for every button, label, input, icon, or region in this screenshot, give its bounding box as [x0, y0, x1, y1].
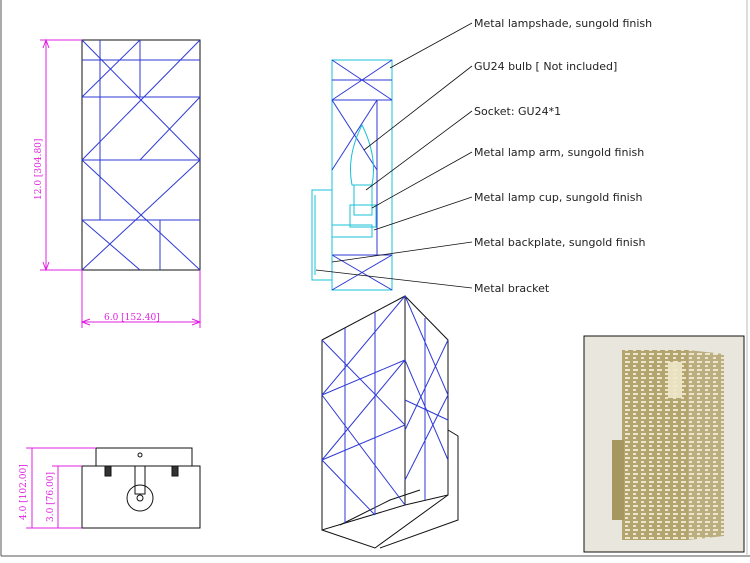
iso-side-face: [404, 295, 449, 506]
product-photo: [583, 335, 745, 553]
top-view-backplate: [95, 447, 193, 467]
callout-bracket: Metal bracket: [474, 282, 550, 295]
callout-leaders: [315, 22, 473, 289]
callout-bulb: GU24 bulb [ Not included]: [474, 60, 617, 73]
top-view: [81, 447, 201, 529]
top-view-arm: [134, 465, 146, 495]
width-dimension: [80, 270, 202, 328]
top-view-body: [81, 465, 201, 529]
front-view-pattern-line: [81, 159, 201, 271]
front-view-pattern-line: [139, 96, 201, 161]
top-view-foot-left: [104, 465, 112, 477]
top-view-lamp-cup: [126, 484, 154, 512]
section-socket: [353, 184, 373, 216]
photo-highlight: [668, 362, 682, 398]
callout-backplate: Metal backplate, sungold finish: [474, 236, 645, 249]
photo-lamp-side: [688, 350, 724, 540]
callout-socket: Socket: GU24*1: [474, 105, 561, 118]
depth-dimension: [26, 447, 96, 529]
height-dimension-label: 12.0 [304.80]: [34, 139, 44, 200]
depth-total-label: 4.0 [102.00]: [19, 464, 29, 520]
front-view-pattern-line: [81, 39, 141, 98]
top-view-screw: [137, 452, 143, 458]
front-view: [81, 39, 201, 271]
iso-backplate: [379, 429, 459, 549]
iso-bottom-inner: [339, 489, 421, 526]
front-view-pattern-line: [81, 219, 141, 271]
front-view-outline: [81, 39, 201, 271]
isometric-view: [321, 295, 459, 549]
callout-lamp-arm: Metal lamp arm, sungold finish: [474, 146, 644, 159]
top-view-socket: [136, 494, 144, 502]
top-view-foot-right: [171, 465, 179, 477]
photo-backplate: [612, 440, 624, 520]
callout-lamp-cup: Metal lamp cup, sungold finish: [474, 191, 642, 204]
iso-front-face: [321, 295, 406, 531]
depth-body-label: 3.0 [76.00]: [46, 472, 56, 522]
height-dimension: [40, 38, 82, 272]
section-backplate: [311, 189, 333, 281]
section-lampshade: [331, 59, 393, 291]
callout-lampshade: Metal lampshade, sungold finish: [474, 17, 652, 30]
front-view-pattern-line: [81, 39, 201, 161]
iso-bottom-face: [321, 494, 449, 549]
width-dimension-label: 6.0 [152.40]: [104, 313, 160, 323]
section-lamp-cup: [349, 204, 377, 228]
